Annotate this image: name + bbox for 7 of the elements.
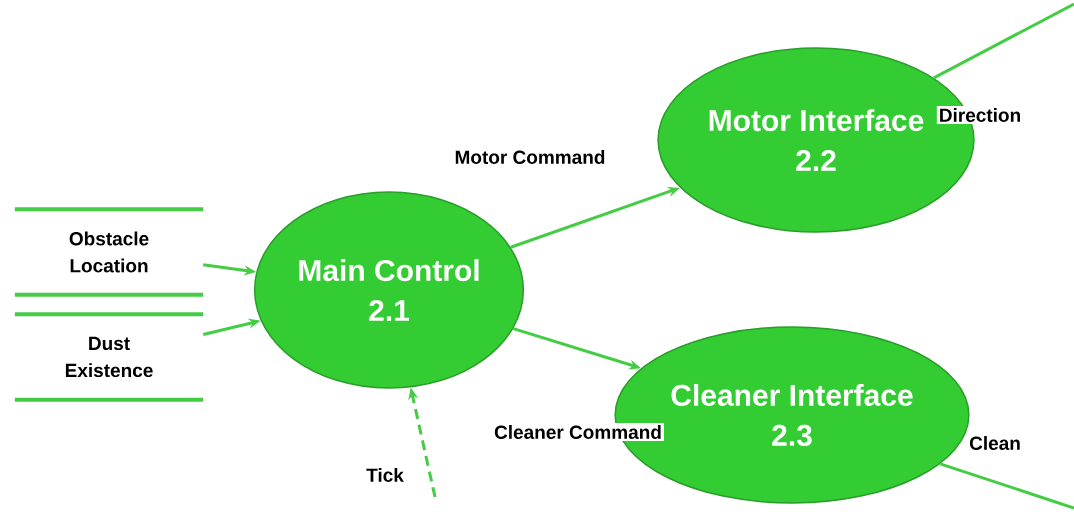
edge-label: Direction — [936, 106, 1024, 124]
edge-label: Clean — [967, 434, 1023, 452]
edge-label: Cleaner Command — [492, 423, 664, 441]
edge-label: Tick — [364, 466, 406, 484]
edge-label: Motor Command — [452, 148, 608, 166]
data-store: Obstacle Location — [14, 207, 204, 297]
data-store: Dust Existence — [14, 312, 204, 402]
